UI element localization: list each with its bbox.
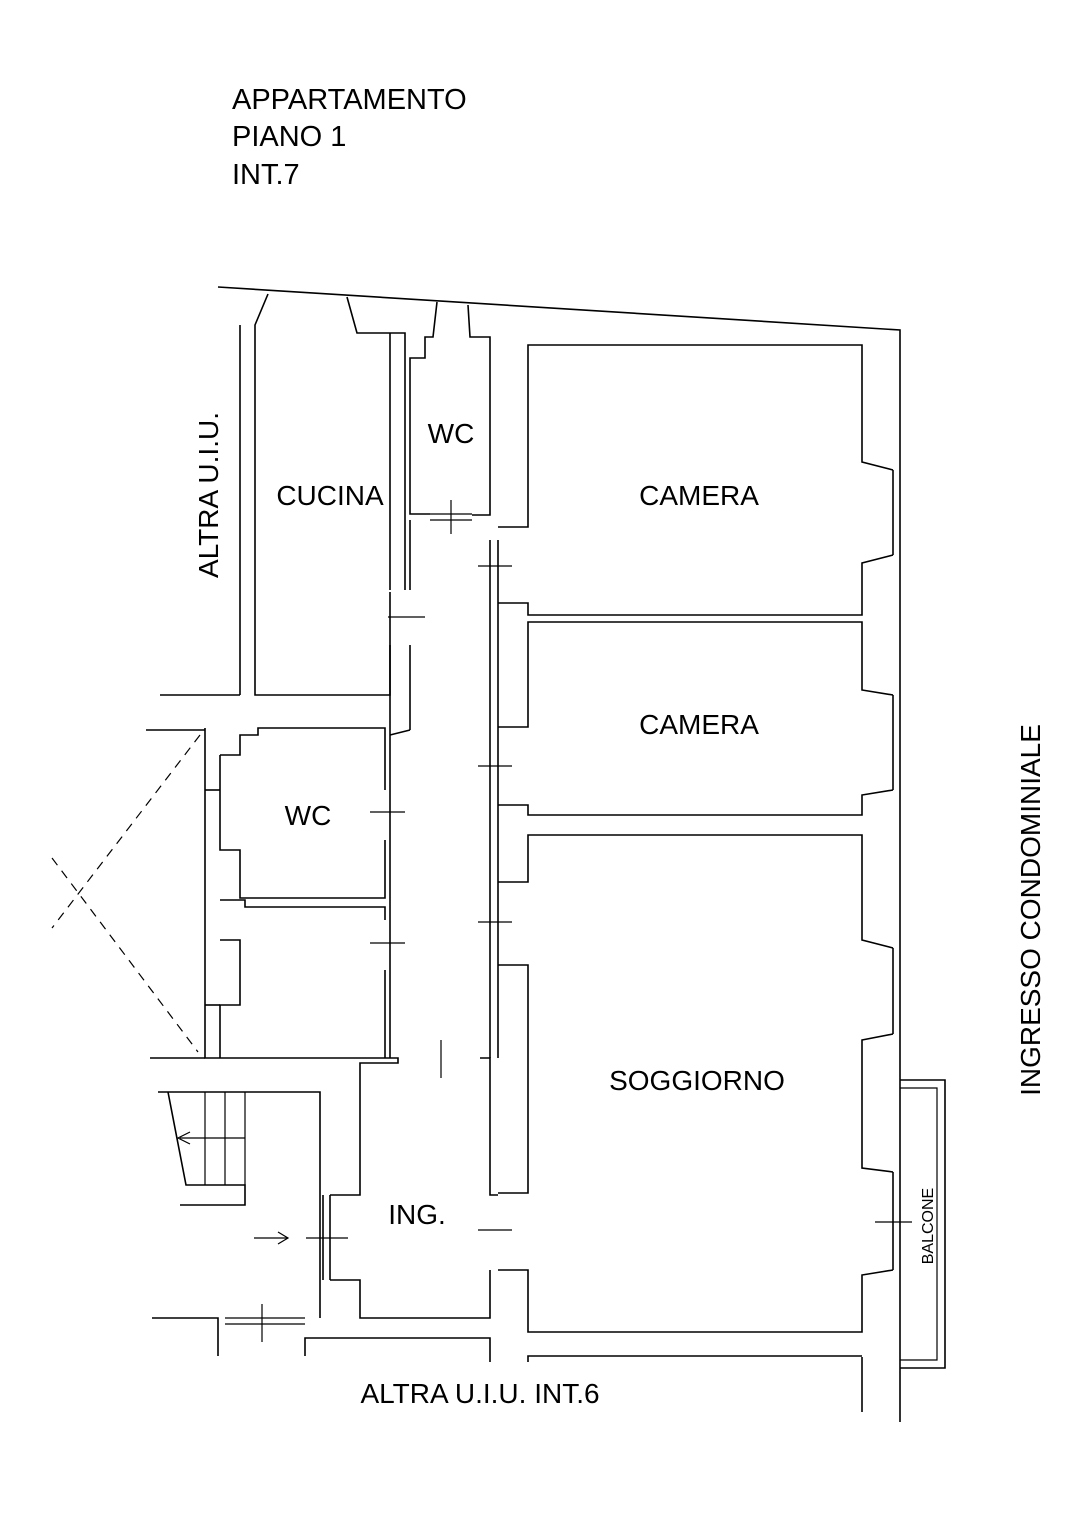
living-room-walls xyxy=(498,834,912,1333)
neighbor-label-bottom: ALTRA U.I.U. INT.6 xyxy=(360,1378,599,1409)
neighbor-labels: ALTRA U.I.U. ALTRA U.I.U. INT.6 INGRESSO… xyxy=(193,412,1046,1409)
stairs xyxy=(158,1091,321,1318)
bedroom-1-walls xyxy=(498,344,894,616)
room-label-wc-top: WC xyxy=(428,418,475,449)
corridor-walls xyxy=(388,540,512,1231)
unit-number: INT.7 xyxy=(232,159,300,191)
room-label-ingresso: ING. xyxy=(388,1199,446,1230)
room-label-cucina: CUCINA xyxy=(276,480,384,511)
room-label-balcone: BALCONE xyxy=(920,1188,937,1264)
neighbor-label-right: INGRESSO CONDOMINIALE xyxy=(1015,724,1046,1096)
entrance-walls xyxy=(254,1057,498,1319)
floor-label: PIANO 1 xyxy=(232,121,346,153)
neighbor-label-left: ALTRA U.I.U. xyxy=(193,412,224,578)
light-well xyxy=(51,729,205,1059)
kitchen-walls xyxy=(254,293,411,735)
wc-left-walls xyxy=(204,727,405,1059)
wc-top-walls xyxy=(409,301,491,590)
room-labels: CUCINA WC CAMERA CAMERA WC SOGGIORNO ING… xyxy=(276,418,937,1264)
room-label-camera-2: CAMERA xyxy=(639,709,759,740)
room-label-wc-left: WC xyxy=(285,800,332,831)
room-label-soggiorno: SOGGIORNO xyxy=(609,1065,785,1096)
bottom-walls xyxy=(152,1304,862,1362)
header-block: APPARTAMENTO PIANO 1 INT.7 xyxy=(232,84,467,191)
left-boundary xyxy=(160,325,241,696)
apartment-title: APPARTAMENTO xyxy=(232,84,467,116)
outer-walls xyxy=(217,286,946,1422)
room-label-camera-1: CAMERA xyxy=(639,480,759,511)
bedroom-2-walls xyxy=(498,621,894,816)
